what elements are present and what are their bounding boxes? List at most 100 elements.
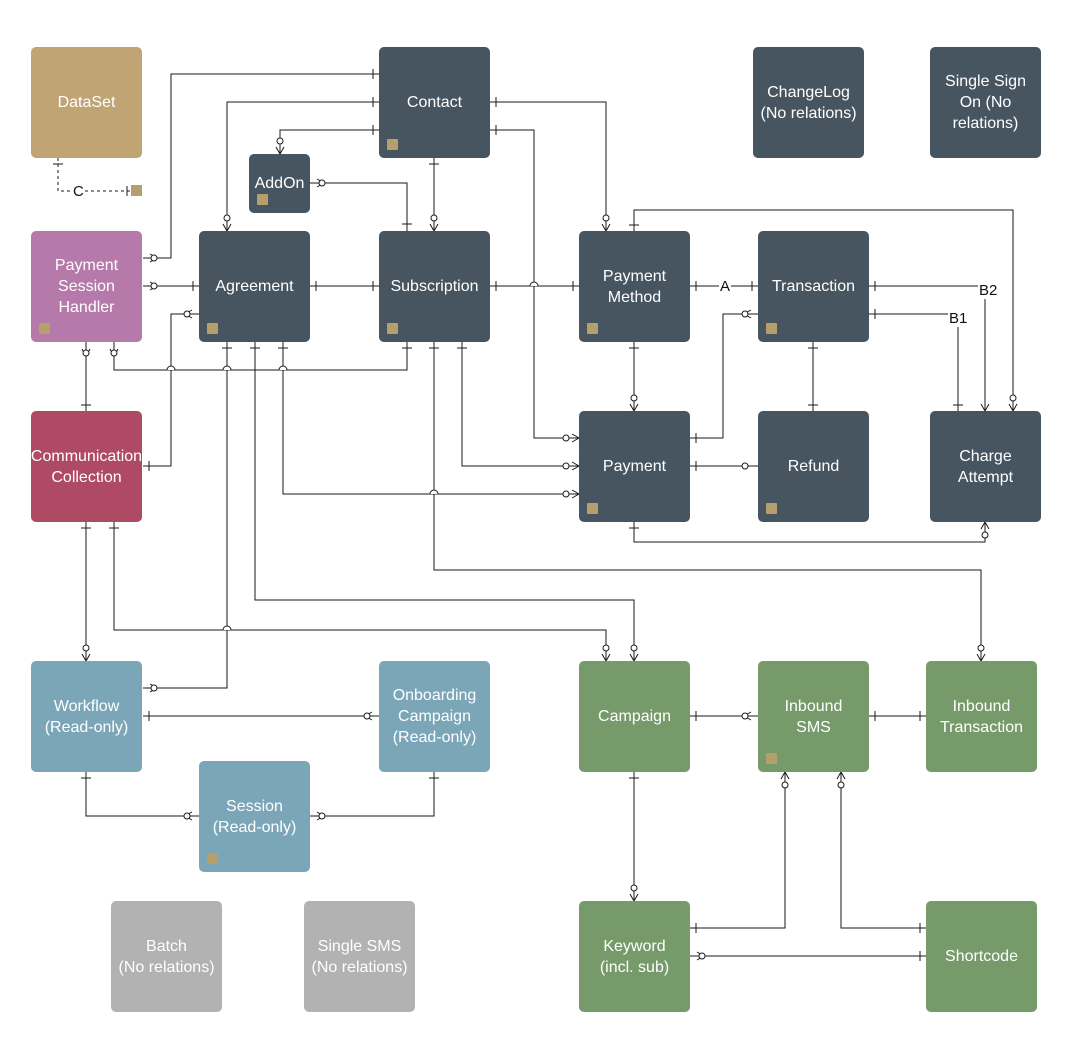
entity-badge-icon	[257, 194, 268, 205]
line-crossing-hop	[222, 625, 232, 631]
cardinality-optional-mark	[741, 310, 749, 318]
node-label: DataSet	[57, 94, 116, 111]
line-crossing-hop	[429, 489, 439, 495]
node-subscription[interactable]: Subscription	[379, 231, 490, 342]
relation-line	[310, 182, 408, 231]
cardinality-optional-mark	[630, 884, 638, 892]
line-crossing-hop	[166, 365, 176, 371]
entity-badge-icon	[766, 753, 777, 764]
node-label: Inbound SMS	[784, 697, 843, 736]
node-label: Shortcode	[945, 948, 1018, 965]
relation-line	[461, 342, 579, 467]
node-keyword[interactable]: Keyword (incl. sub)	[579, 901, 690, 1012]
node-communication-collection[interactable]: Communication Collection	[31, 411, 142, 522]
node-transaction[interactable]: Transaction	[758, 231, 869, 342]
cardinality-optional-mark	[150, 254, 158, 262]
relation-line	[980, 520, 990, 530]
cardinality-optional-mark	[562, 462, 570, 470]
node-label: Subscription	[390, 278, 479, 295]
node-campaign[interactable]: Campaign	[579, 661, 690, 772]
entity-badge-icon	[766, 323, 777, 334]
node-inbound-transaction[interactable]: Inbound Transaction	[926, 661, 1037, 772]
relation-line	[254, 342, 635, 661]
cardinality-optional-mark	[562, 434, 570, 442]
cardinality-optional-mark	[150, 282, 158, 290]
relation-line	[490, 101, 607, 231]
cardinality-optional-mark	[741, 462, 749, 470]
edge-label-a: A	[719, 278, 732, 295]
node-refund[interactable]: Refund	[758, 411, 869, 522]
node-payment-session-handler[interactable]: Payment Session Handler	[31, 231, 142, 342]
entity-badge-icon	[207, 323, 218, 334]
node-changelog[interactable]: ChangeLog (No relations)	[753, 47, 864, 158]
node-single-sign-on[interactable]: Single Sign On (No relations)	[930, 47, 1041, 158]
node-payment[interactable]: Payment	[579, 411, 690, 522]
entity-badge-icon	[207, 853, 218, 864]
cardinality-optional-mark	[223, 214, 231, 222]
node-inbound-sms[interactable]: Inbound SMS	[758, 661, 869, 772]
relation-line	[836, 770, 846, 780]
cardinality-optional-mark	[276, 137, 284, 145]
node-agreement[interactable]: Agreement	[199, 231, 310, 342]
relation-line	[633, 522, 986, 543]
node-label: Payment	[602, 458, 667, 475]
relation-line	[113, 522, 607, 661]
line-crossing-hop	[529, 281, 539, 287]
cardinality-optional-mark	[837, 781, 845, 789]
relation-line	[282, 342, 579, 495]
node-label: Agreement	[215, 278, 294, 295]
cardinality-optional-mark	[82, 644, 90, 652]
entity-badge-icon	[587, 503, 598, 514]
node-session[interactable]: Session (Read-only)	[199, 761, 310, 872]
relation-line	[869, 285, 986, 411]
node-batch[interactable]: Batch (No relations)	[111, 901, 222, 1012]
cardinality-optional-mark	[741, 712, 749, 720]
node-label: Session (Read-only)	[212, 797, 297, 836]
relation-line	[690, 772, 786, 929]
relation-line	[57, 158, 131, 192]
node-dataset[interactable]: DataSet	[31, 47, 142, 158]
cardinality-optional-mark	[430, 214, 438, 222]
entity-badge-icon	[387, 139, 398, 150]
cardinality-optional-mark	[630, 394, 638, 402]
relation-line	[226, 101, 379, 231]
relation-line	[869, 313, 959, 411]
line-crossing-hop	[222, 365, 232, 371]
cardinality-optional-mark	[110, 349, 118, 357]
node-onboarding-campaign[interactable]: Onboarding Campaign (Read-only)	[379, 661, 490, 772]
cardinality-optional-mark	[318, 812, 326, 820]
node-label: AddOn	[254, 175, 305, 192]
node-label: Batch (No relations)	[118, 937, 215, 976]
cardinality-optional-mark	[630, 644, 638, 652]
relation-line	[85, 772, 199, 817]
dataset-badge-icon	[131, 185, 142, 196]
relation-line	[310, 772, 435, 817]
node-label: Communication Collection	[30, 447, 143, 486]
relation-line	[690, 313, 758, 439]
node-shortcode[interactable]: Shortcode	[926, 901, 1037, 1012]
edge-label-b1: B1	[948, 310, 969, 327]
entity-badge-icon	[587, 323, 598, 334]
node-label: Single SMS (No relations)	[311, 937, 408, 976]
node-payment-method[interactable]: Payment Method	[579, 231, 690, 342]
cardinality-optional-mark	[602, 214, 610, 222]
node-addon[interactable]: AddOn	[249, 154, 310, 213]
edge-label-b2: B2	[978, 282, 999, 299]
node-label: Onboarding Campaign (Read-only)	[392, 687, 477, 746]
node-label: Charge Attempt	[957, 447, 1014, 486]
cardinality-optional-mark	[150, 684, 158, 692]
node-label: ChangeLog (No relations)	[760, 83, 857, 122]
entity-badge-icon	[387, 323, 398, 334]
cardinality-optional-mark	[977, 644, 985, 652]
node-label: Payment Method	[602, 267, 667, 306]
node-workflow[interactable]: Workflow (Read-only)	[31, 661, 142, 772]
node-contact[interactable]: Contact	[379, 47, 490, 158]
cardinality-optional-mark	[183, 310, 191, 318]
node-single-sms[interactable]: Single SMS (No relations)	[304, 901, 415, 1012]
relation-line	[113, 342, 408, 371]
node-label: Keyword (incl. sub)	[599, 937, 670, 976]
relation-line	[433, 342, 982, 661]
node-charge-attempt[interactable]: Charge Attempt	[930, 411, 1041, 522]
cardinality-optional-mark	[82, 349, 90, 357]
